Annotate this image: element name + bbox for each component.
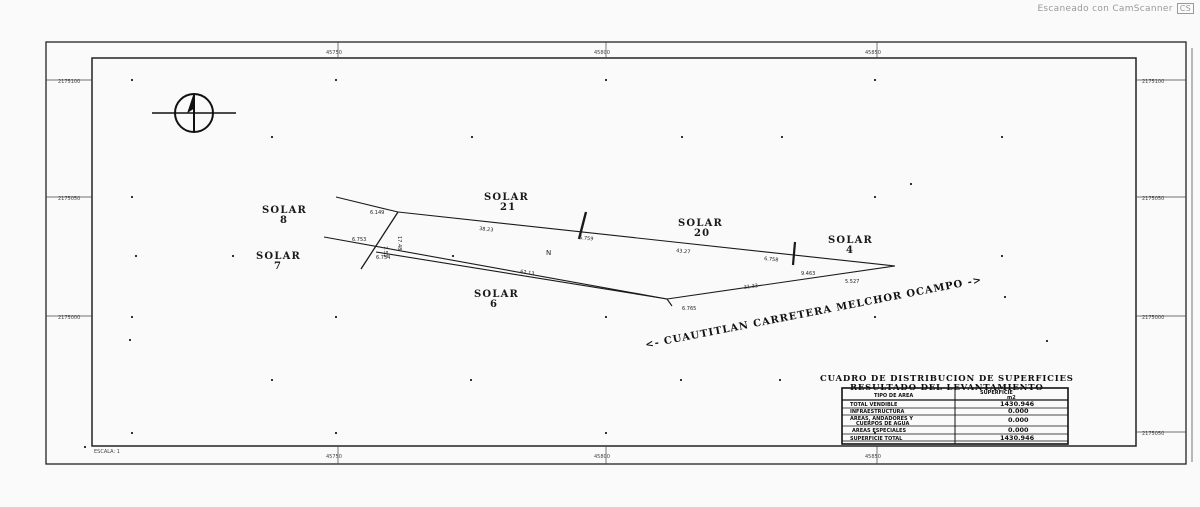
north-arrow-icon — [152, 93, 236, 133]
coord-bottom-3: 45850 — [865, 454, 881, 460]
measure-4: 43.27 — [676, 248, 691, 255]
solar-6-label: SOLAR — [474, 289, 519, 300]
coord-left-2: 2175050 — [58, 196, 80, 202]
parcel-boundaries — [323, 196, 896, 307]
lot-labels: SOLAR 8 SOLAR 7 SOLAR 21 SOLAR 20 SOLAR … — [256, 192, 873, 310]
coord-right-3: 2175000 — [1142, 315, 1164, 321]
table-header-unit: m2 — [1007, 395, 1016, 401]
measure-13: 17.48 — [396, 236, 402, 250]
solar-4-number: 4 — [846, 245, 854, 256]
measure-3: 6.759 — [579, 235, 594, 242]
scale-note: ESCALA: 1 — [94, 449, 120, 455]
measure-9: 6.765 — [682, 306, 696, 312]
table-row-4-label: AREAS ESPECIALES — [852, 428, 906, 434]
coord-top-3: 45850 — [865, 50, 881, 56]
measure-12: 6.753 — [352, 237, 366, 243]
table-title-line1: CUADRO DE DISTRIBUCION DE SUPERFICIES — [820, 374, 1074, 384]
inner-frame — [91, 57, 1137, 447]
coord-right-1: 2175100 — [1142, 79, 1164, 85]
coord-bottom-2: 45800 — [594, 454, 610, 460]
solar-6-number: 6 — [490, 299, 498, 310]
table-row-2-label: INFRAESTRUCTURA — [850, 409, 905, 415]
coord-right-2: 2175050 — [1142, 196, 1164, 202]
solar-7-label: SOLAR — [256, 251, 301, 262]
coord-top-2: 45800 — [594, 50, 610, 56]
measure-7: 5.527 — [845, 279, 859, 285]
table-row-2-value: 0.000 — [1008, 407, 1029, 415]
solar-20-label: SOLAR — [678, 218, 723, 229]
table-row-3-label2: CUERPOS DE AGUA — [856, 421, 909, 427]
table-row-3-label: AREAS, ANDADORES Y — [850, 416, 913, 422]
measure-14: 7.53 — [382, 246, 388, 257]
solar-7-number: 7 — [274, 261, 282, 272]
solar-8-label: SOLAR — [262, 205, 307, 216]
coord-left-3: 2175000 — [58, 315, 80, 321]
coord-top-1: 45750 — [326, 50, 342, 56]
measure-11: 6.754 — [376, 255, 390, 261]
road-label: <- CUAUTITLAN CARRETERA MELCHOR OCAMPO -… — [644, 275, 983, 351]
measure-10: 62.13 — [520, 269, 535, 277]
solar-20-number: 20 — [694, 228, 710, 239]
table-row-1-value: 1430.946 — [1000, 400, 1035, 408]
boundary-measurements: 6.149 38.23 6.759 43.27 6.758 9.463 5.52… — [352, 210, 859, 312]
table-header-surface: SUPERFICIE — [980, 390, 1013, 396]
table-row-1-label: TOTAL VENDIBLE — [850, 402, 898, 408]
measure-1: 6.149 — [370, 210, 384, 216]
table-row-3-value: 0.000 — [1008, 416, 1029, 424]
grid-crosses — [84, 79, 1048, 448]
table-row-4-value: 0.000 — [1008, 426, 1029, 434]
measure-8: 31.33 — [743, 283, 758, 291]
table-row-5-label: SUPERFICIE TOTAL — [850, 436, 903, 442]
measure-5: 6.758 — [764, 256, 779, 263]
coord-bottom-1: 45750 — [326, 454, 342, 460]
grid-ticks-top — [46, 42, 1186, 464]
table-row-5-value: 1430.946 — [1000, 434, 1035, 442]
surface-distribution-table: CUADRO DE DISTRIBUCION DE SUPERFICIES RE… — [820, 374, 1074, 445]
solar-8-number: 8 — [280, 215, 288, 226]
coord-right-4: 2175050 — [1142, 431, 1164, 437]
solar-21-number: 21 — [500, 202, 516, 213]
solar-21-label: SOLAR — [484, 192, 529, 203]
coord-left-1: 2175100 — [58, 79, 80, 85]
measure-2: 38.23 — [479, 226, 494, 233]
measure-6: 9.463 — [801, 271, 815, 277]
scan-badge: CS — [1176, 3, 1194, 14]
parcel-marker: N — [546, 249, 551, 257]
table-header-type: TIPO DE AREA — [874, 393, 913, 399]
solar-4-label: SOLAR — [828, 235, 873, 246]
scan-watermark-text: Escaneado con CamScanner — [1037, 4, 1173, 14]
